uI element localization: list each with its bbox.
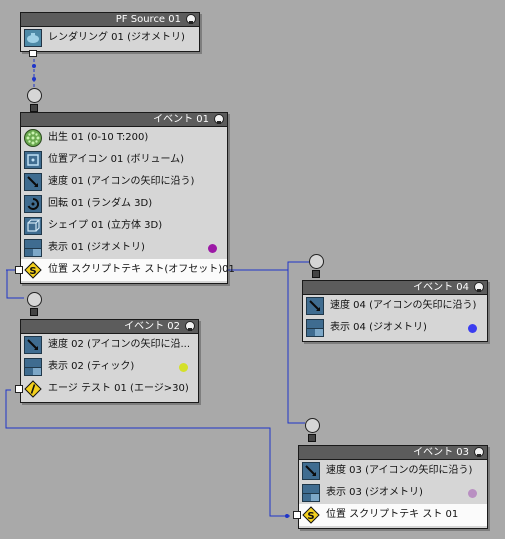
node-title: イベント 04: [413, 282, 469, 293]
operator-row[interactable]: S 位置 スクリプトテキ スト(オフセット)01: [15, 259, 235, 281]
operator-label: 表示 02 (ティック): [48, 361, 135, 372]
operator-row[interactable]: 回転 01 (ランダム 3D): [21, 193, 227, 215]
display-color-dot: [468, 324, 477, 333]
display-icon: [302, 484, 320, 502]
node-header[interactable]: PF Source 01: [21, 13, 199, 27]
display-color-dot: [208, 244, 217, 253]
operator-label: 位置アイコン 01 (ボリューム): [48, 154, 185, 165]
node-header[interactable]: イベント 01: [21, 113, 227, 127]
operator-label: シェイプ 01 (立方体 3D): [48, 220, 163, 231]
operator-row[interactable]: 速度 03 (アイコンの矢印に沿う): [299, 460, 487, 482]
operator-row[interactable]: 出生 01 (0-10 T:200): [21, 127, 227, 149]
shape-icon: [24, 217, 42, 235]
operator-row[interactable]: S 位置 スクリプトテキ スト 01: [293, 504, 487, 526]
svg-text:S: S: [29, 266, 36, 277]
display-color-dot: [468, 489, 477, 498]
operator-label: 回転 01 (ランダム 3D): [48, 198, 153, 209]
operator-label: 位置 スクリプトテキ スト(オフセット)01: [48, 264, 235, 275]
event01-node[interactable]: イベント 01 出生 01 (0-10 T:200) 位置アイコン 01 (ボリ…: [15, 112, 235, 284]
operator-label: 速度 01 (アイコンの矢印に沿う): [48, 176, 195, 187]
operator-label: 出生 01 (0-10 T:200): [48, 132, 149, 143]
display-color-dot: [179, 363, 188, 372]
node-header[interactable]: イベント 03: [299, 446, 487, 460]
operator-row[interactable]: シェイプ 01 (立方体 3D): [21, 215, 227, 237]
position-icon: [24, 151, 42, 169]
event04-input-stem: [312, 270, 320, 278]
display-icon: [24, 358, 42, 376]
test-output-port[interactable]: [15, 385, 23, 393]
test-output-port[interactable]: [15, 266, 23, 274]
speed-icon: [302, 462, 320, 480]
display-icon: [306, 319, 324, 337]
event01-input-stem: [30, 104, 38, 112]
event04-node[interactable]: イベント 04 速度 04 (アイコンの矢印に沿う) 表示 04 (ジオメトリ): [302, 280, 488, 342]
script-icon: S: [302, 506, 320, 524]
pf-source-node[interactable]: PF Source 01 レンダリング 01 (ジオメトリ): [20, 12, 200, 57]
operator-label: 位置 スクリプトテキ スト 01: [326, 509, 459, 520]
event03-node[interactable]: イベント 03 速度 03 (アイコンの矢印に沿う) 表示 03 (ジオメトリ)…: [293, 445, 488, 529]
node-title: イベント 02: [124, 321, 180, 332]
display-icon: [24, 239, 42, 257]
operator-row[interactable]: 速度 01 (アイコンの矢印に沿う): [21, 171, 227, 193]
svg-text:S: S: [307, 511, 314, 522]
bulb-icon[interactable]: [186, 14, 196, 24]
node-header[interactable]: イベント 02: [21, 320, 198, 334]
operator-label: レンダリング 01 (ジオメトリ): [48, 32, 185, 43]
operator-row[interactable]: 表示 03 (ジオメトリ): [299, 482, 487, 504]
operator-label: 速度 03 (アイコンの矢印に沿う): [326, 465, 473, 476]
operator-label: 速度 02 (アイコンの矢印に沿...: [48, 339, 191, 350]
speed-icon: [24, 173, 42, 191]
output-port[interactable]: [29, 50, 37, 57]
birth-icon: [24, 129, 42, 147]
event04-input-circle[interactable]: [309, 254, 324, 269]
operator-label: エージ テスト 01 (エージ>30): [48, 383, 189, 394]
operator-label: 表示 03 (ジオメトリ): [326, 487, 423, 498]
bulb-icon[interactable]: [185, 321, 195, 331]
event03-input-circle[interactable]: [305, 418, 320, 433]
operator-row[interactable]: 速度 04 (アイコンの矢印に沿う): [303, 295, 487, 317]
event03-input-stem: [308, 434, 316, 442]
operator-row[interactable]: 速度 02 (アイコンの矢印に沿...: [21, 334, 198, 356]
operator-row[interactable]: 位置アイコン 01 (ボリューム): [21, 149, 227, 171]
operator-row[interactable]: 表示 01 (ジオメトリ): [21, 237, 227, 259]
node-title: イベント 01: [153, 114, 209, 125]
event02-input-circle[interactable]: [27, 292, 42, 307]
bulb-icon[interactable]: [474, 282, 484, 292]
bulb-icon[interactable]: [474, 447, 484, 457]
node-title: イベント 03: [413, 447, 469, 458]
operator-row[interactable]: エージ テスト 01 (エージ>30): [15, 378, 198, 400]
speed-icon: [306, 297, 324, 315]
node-header[interactable]: イベント 04: [303, 281, 487, 295]
wire-event04-link: [287, 262, 305, 424]
operator-label: 表示 01 (ジオメトリ): [48, 242, 145, 253]
event02-input-stem: [30, 308, 38, 316]
operator-row[interactable]: レンダリング 01 (ジオメトリ): [21, 27, 199, 49]
event01-input-circle[interactable]: [27, 88, 42, 103]
render-teapot-icon: [24, 29, 42, 47]
age-test-icon: [24, 380, 42, 398]
operator-row[interactable]: 表示 02 (ティック): [21, 356, 198, 378]
node-title: PF Source 01: [115, 14, 181, 25]
script-icon: S: [24, 261, 42, 279]
test-output-port[interactable]: [293, 511, 301, 519]
bulb-icon[interactable]: [214, 114, 224, 124]
speed-icon: [24, 336, 42, 354]
wire-event02-to-event03: [5, 389, 290, 517]
operator-row[interactable]: 表示 04 (ジオメトリ): [303, 317, 487, 339]
operator-label: 表示 04 (ジオメトリ): [330, 322, 427, 333]
operator-label: 速度 04 (アイコンの矢印に沿う): [330, 300, 477, 311]
event02-node[interactable]: イベント 02 速度 02 (アイコンの矢印に沿... 表示 02 (ティック)…: [15, 319, 199, 403]
rotation-icon: [24, 195, 42, 213]
